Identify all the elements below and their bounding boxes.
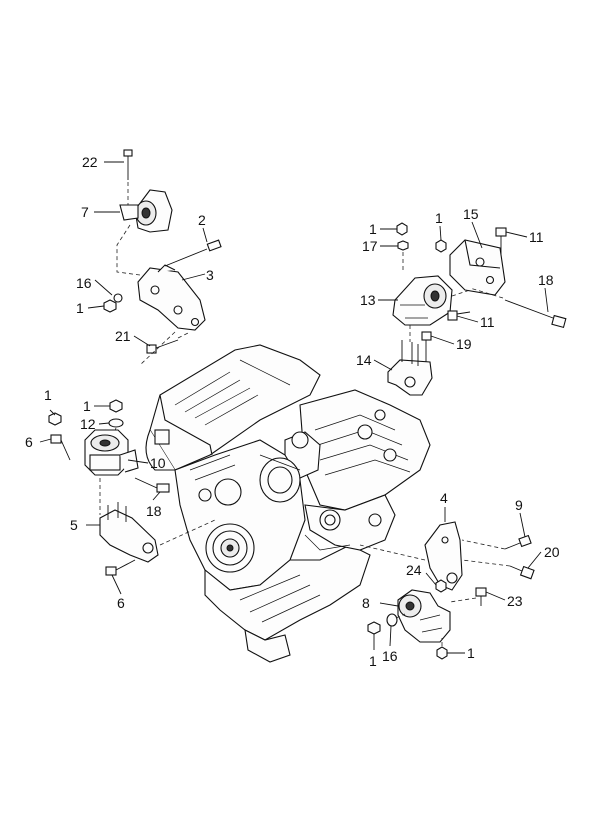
callout-6-upper: 6: [25, 434, 33, 450]
callout-13: 13: [360, 292, 376, 308]
callout-19: 19: [456, 336, 472, 352]
callout-21: 21: [115, 328, 131, 344]
upper-left-mount-assembly: [103, 149, 222, 366]
engine-block: [145, 344, 431, 663]
upper-right-mount-assembly: [387, 222, 567, 396]
callout-2: 2: [198, 212, 206, 228]
callout-9: 9: [515, 497, 523, 513]
callout-7: 7: [81, 204, 89, 220]
callout-24: 24: [406, 562, 422, 578]
callout-14: 14: [356, 352, 372, 368]
callout-15: 15: [463, 206, 479, 222]
callout-1-left-mid-a: 1: [83, 398, 91, 414]
callout-16-lower: 16: [382, 648, 398, 664]
callout-1-left-mid-b: 1: [44, 387, 52, 403]
callout-5: 5: [70, 517, 78, 533]
callout-12: 12: [80, 416, 96, 432]
callout-22: 22: [82, 154, 98, 170]
callout-4: 4: [440, 490, 448, 506]
callout-1-upper-right-a: 1: [369, 221, 377, 237]
callout-23: 23: [507, 593, 523, 609]
callout-18-upper-right: 18: [538, 272, 554, 288]
callout-11-upper: 11: [529, 229, 544, 245]
callout-8: 8: [362, 595, 370, 611]
callout-16-upper-left: 16: [76, 275, 92, 291]
callout-1-upper-right-b: 1: [435, 210, 443, 226]
callout-18-left: 18: [146, 503, 162, 519]
lower-right-mount-assembly: [359, 521, 535, 660]
callout-1-upper-left: 1: [76, 300, 84, 316]
callout-1-lower-left: 1: [369, 653, 377, 669]
callout-20: 20: [544, 544, 560, 560]
callout-3: 3: [206, 267, 214, 283]
callout-17: 17: [362, 238, 378, 254]
callout-11-lower: 11: [480, 314, 495, 330]
left-middle-mount-assembly: [48, 399, 216, 576]
callout-1-lower-right: 1: [467, 645, 475, 661]
callout-6-lower: 6: [117, 595, 125, 611]
leader-lines: [39, 161, 549, 654]
callout-10: 10: [150, 455, 166, 471]
callout-labels: 22 7 2 3 16 1 21 1 17 1 15 11 13 18 11 1…: [25, 154, 560, 669]
